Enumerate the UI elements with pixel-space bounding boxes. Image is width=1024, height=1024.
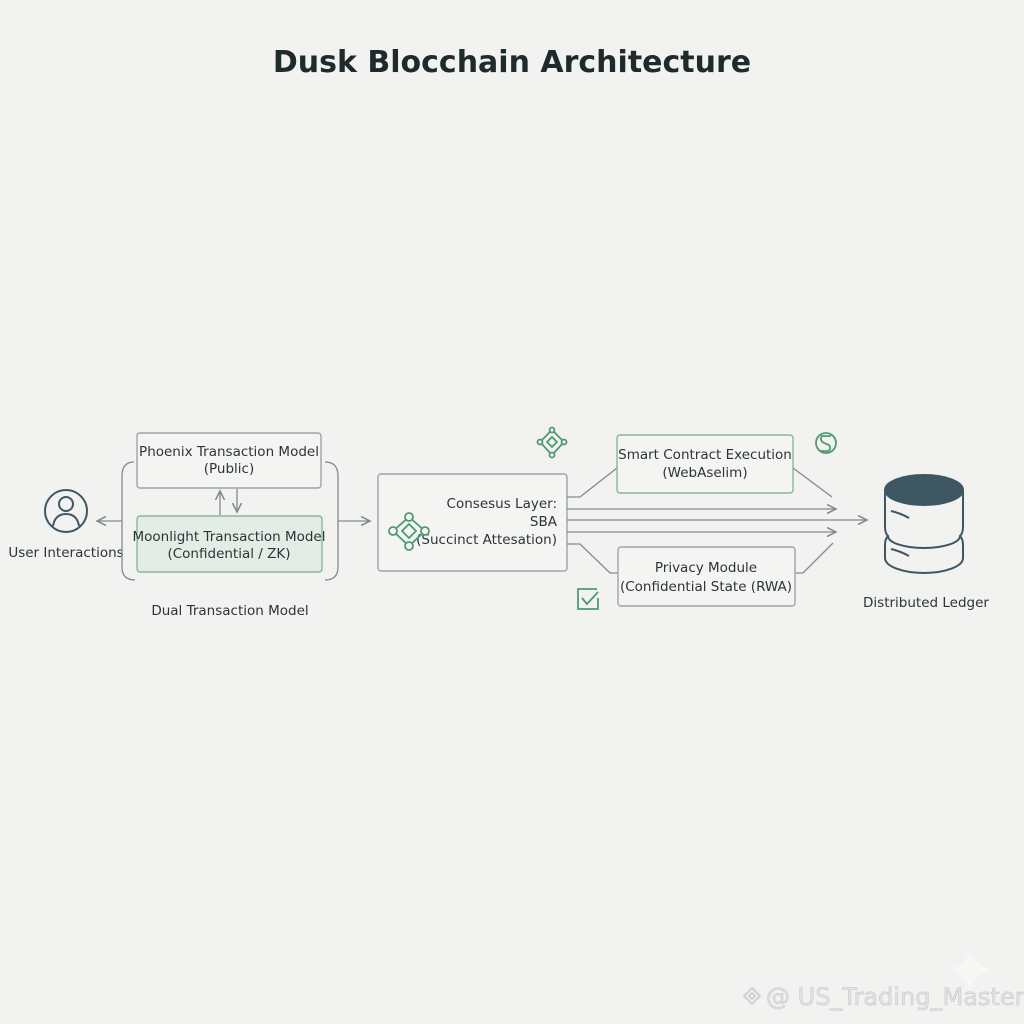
moonlight-title: Moonlight Transaction Model: [133, 529, 326, 545]
phoenix-box[interactable]: Phoenix Transaction Model (Public): [136, 432, 322, 489]
privacy-module-box[interactable]: Privacy Module (Confidential State (RWA): [617, 546, 796, 607]
moonlight-subtitle: (Confidential / ZK): [167, 546, 290, 562]
smart-contract-box[interactable]: Smart Contract Execution (WebAselim): [616, 434, 794, 494]
network-node-icon: [388, 512, 430, 551]
bracket-left: [121, 461, 136, 581]
database-icon: [884, 474, 964, 574]
sparkle-icon: [948, 946, 992, 994]
consensus-subtitle: (Succinct Attesation): [416, 532, 557, 548]
globe-icon: [815, 432, 837, 454]
connector-from-smart-contract: [792, 467, 833, 498]
binance-logo-icon: [742, 986, 762, 1006]
node-diamond-icon: [536, 426, 568, 459]
connector-from-privacy: [795, 542, 834, 574]
connector-to-smart-contract: [567, 467, 618, 498]
phoenix-title: Phoenix Transaction Model: [139, 444, 319, 460]
consensus-sba: SBA: [530, 514, 558, 530]
distributed-ledger-label: Distributed Ledger: [863, 595, 989, 611]
moonlight-box[interactable]: Moonlight Transaction Model (Confidentia…: [133, 515, 326, 573]
consensus-title: Consesus Layer:: [447, 496, 557, 512]
user-interactions-label: User Interactions: [8, 545, 123, 561]
dual-transaction-model-label: Dual Transaction Model: [151, 603, 308, 619]
connector-to-privacy: [567, 543, 618, 574]
bracket-right: [324, 461, 339, 581]
watermark-text: @ US_Trading_Master: [766, 983, 1024, 1011]
smart-contract-title: Smart Contract Execution: [618, 447, 792, 463]
phoenix-subtitle: (Public): [204, 461, 255, 477]
privacy-title: Privacy Module: [655, 560, 757, 576]
checkbox-icon: [577, 588, 599, 610]
user-icon: [44, 489, 88, 533]
consensus-box[interactable]: Consesus Layer: SBA (Succinct Attesation…: [377, 473, 568, 572]
privacy-subtitle: (Confidential State (RWA): [620, 579, 792, 595]
smart-contract-subtitle: (WebAselim): [662, 465, 747, 481]
page-title: Dusk Blocchain Architecture: [273, 45, 751, 80]
